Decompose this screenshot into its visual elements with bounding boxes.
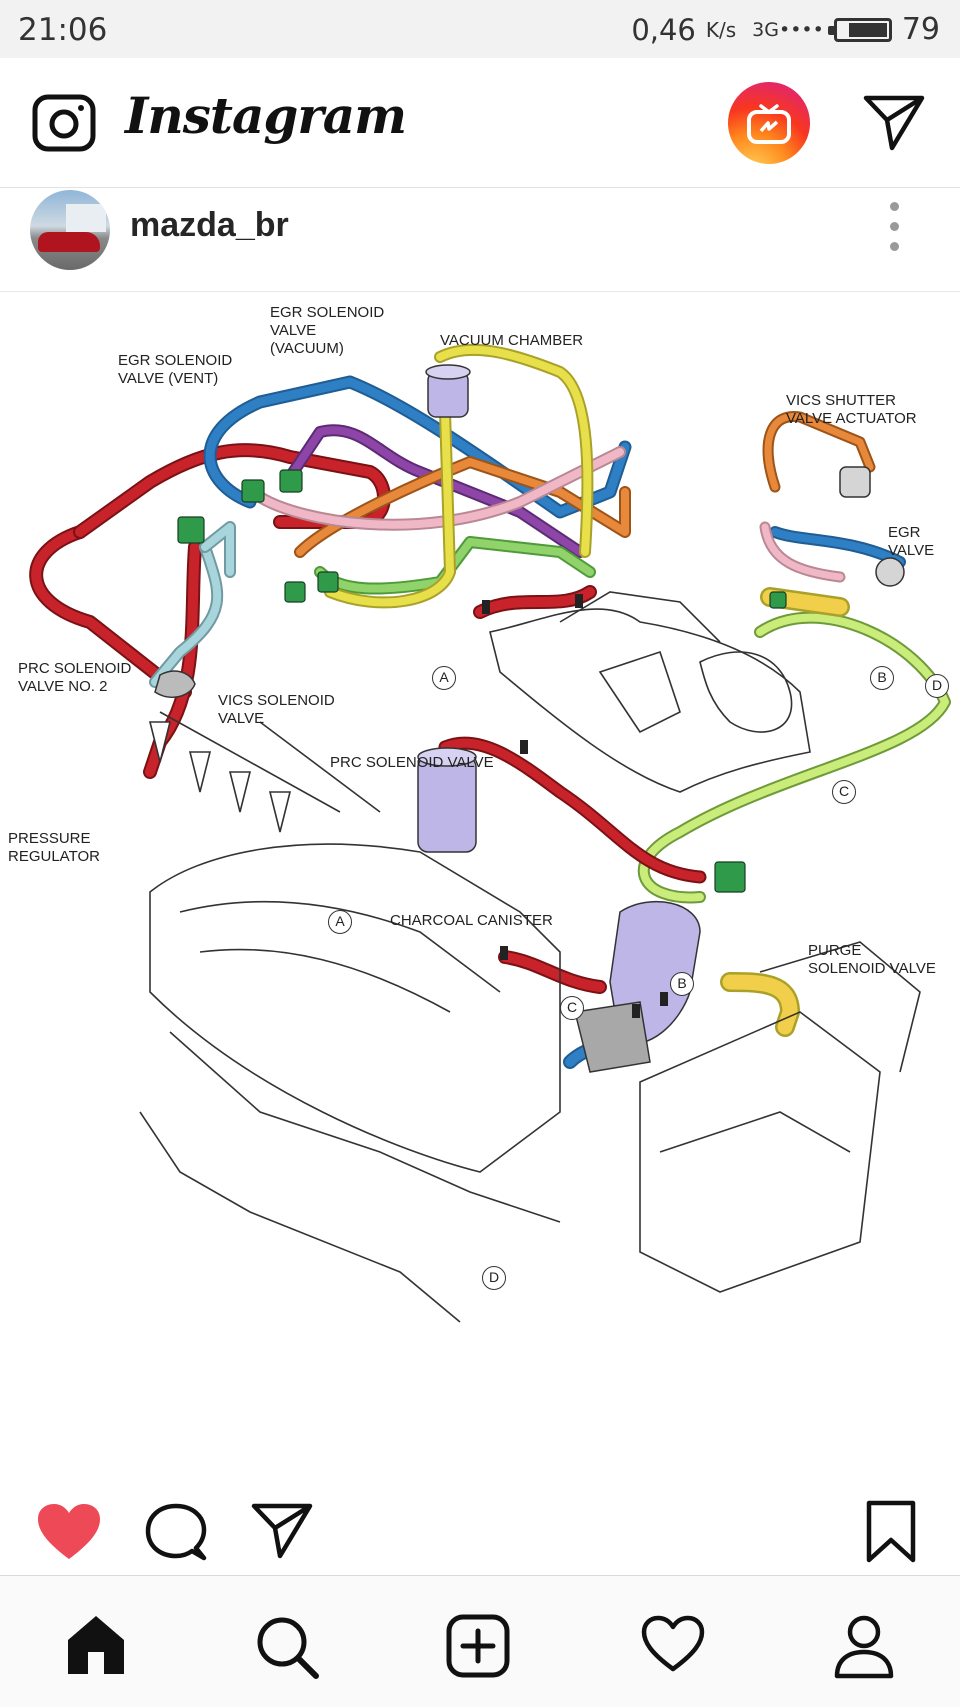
direct-send-icon[interactable] [862, 92, 926, 157]
status-indicators: 0,46 K/s 3G•••• 79 [631, 12, 940, 47]
top-nav: Instagram [0, 58, 960, 188]
label-line: PRC SOLENOID [18, 660, 132, 677]
label-charcoal-canister: CHARCOAL CANISTER [390, 912, 553, 929]
status-time: 21:06 [18, 12, 108, 48]
label-line: VICS SOLENOID [218, 692, 335, 709]
label-line: SOLENOID VALVE [808, 960, 936, 977]
label-line: VALVE ACTUATOR [786, 410, 917, 427]
status-bar: 21:06 0,46 K/s 3G•••• 79 [0, 0, 960, 58]
label-line: VALVE (VENT) [118, 370, 219, 387]
home-icon[interactable] [64, 1614, 128, 1681]
app-logo: Instagram [125, 86, 407, 145]
label-egr-solenoid-vent: EGR SOLENOID VALVE (VENT) [118, 352, 232, 388]
battery-level: 79 [901, 12, 940, 47]
post-actions [0, 1470, 960, 1575]
marker-d: D [482, 1266, 506, 1290]
post-header: mazda_br [0, 188, 960, 292]
post-image-vacuum-diagram[interactable]: EGR SOLENOID VALVE (VACUUM) EGR SOLENOID… [0, 292, 960, 1470]
label-line: VICS SHUTTER [786, 392, 897, 409]
marker-b: B [670, 972, 694, 996]
heart-filled-icon[interactable] [36, 1502, 102, 1567]
marker-a: A [328, 910, 352, 934]
camera-icon[interactable] [32, 94, 96, 152]
share-send-icon[interactable] [250, 1500, 314, 1565]
label-egr-valve: EGR VALVE [888, 524, 934, 560]
marker-c: C [832, 780, 856, 804]
label-pressure-regulator: PRESSURE REGULATOR [8, 830, 100, 866]
search-icon[interactable] [254, 1614, 320, 1685]
bottom-nav [0, 1575, 960, 1707]
label-egr-solenoid-vacuum: EGR SOLENOID VALVE (VACUUM) [270, 304, 384, 358]
label-purge-solenoid: PURGE SOLENOID VALVE [808, 942, 936, 978]
label-line: VALVE [888, 542, 935, 559]
label-line: EGR SOLENOID [270, 304, 385, 321]
label-line: EGR [888, 524, 921, 541]
label-prc-solenoid-no2: PRC SOLENOID VALVE NO. 2 [18, 660, 131, 696]
label-prc-solenoid: PRC SOLENOID VALVE [330, 754, 494, 771]
marker-a: A [432, 666, 456, 690]
marker-d: D [925, 674, 949, 698]
label-line: PURGE [808, 942, 862, 959]
label-vics-solenoid: VICS SOLENOID VALVE [218, 692, 335, 728]
add-post-icon[interactable] [446, 1614, 510, 1683]
network-speed-unit: K/s [705, 17, 737, 42]
marker-c: C [560, 996, 584, 1020]
marker-b: B [870, 666, 894, 690]
network-speed: 0,46 [631, 12, 696, 47]
network-type: 3G•••• [752, 18, 824, 41]
comment-icon[interactable] [144, 1502, 208, 1569]
avatar[interactable] [30, 190, 110, 270]
label-vics-shutter-actuator: VICS SHUTTER VALVE ACTUATOR [786, 392, 917, 428]
label-line: VALVE [218, 710, 265, 727]
label-line: VALVE NO. 2 [18, 678, 108, 695]
battery-icon [827, 17, 892, 42]
label-line: VALVE [270, 322, 317, 339]
label-line: EGR SOLENOID [118, 352, 233, 369]
bookmark-icon[interactable] [866, 1500, 916, 1569]
label-line: (VACUUM) [270, 340, 344, 357]
label-line: PRESSURE [8, 830, 91, 847]
label-vacuum-chamber: VACUUM CHAMBER [440, 332, 584, 349]
label-line: REGULATOR [8, 848, 100, 865]
post-username[interactable]: mazda_br [130, 206, 289, 244]
more-options-icon[interactable] [890, 202, 900, 251]
profile-icon[interactable] [832, 1614, 896, 1685]
heart-outline-icon[interactable] [640, 1614, 706, 1679]
igtv-icon[interactable] [728, 82, 810, 164]
